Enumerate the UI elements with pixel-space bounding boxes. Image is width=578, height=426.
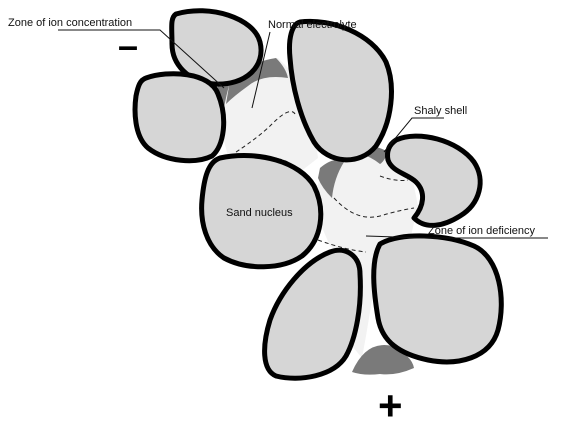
sand-grain	[135, 74, 224, 161]
positive-sign: +	[378, 382, 403, 426]
label-zone-of-ion-concentration: Zone of ion concentration	[8, 17, 132, 29]
sand-grain	[374, 236, 502, 362]
label-normal-electrolyte: Normal electrolyte	[268, 19, 357, 31]
label-zone-of-ion-deficiency: Zone of ion deficiency	[428, 225, 536, 237]
sand-grain	[265, 250, 361, 378]
label-sand-nucleus: Sand nucleus	[226, 207, 293, 219]
negative-sign: –	[118, 25, 138, 66]
label-shaly-shell: Shaly shell	[414, 105, 467, 117]
